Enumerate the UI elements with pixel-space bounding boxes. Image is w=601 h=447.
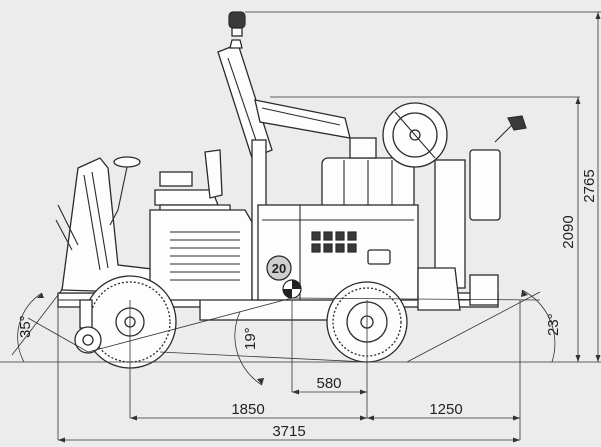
beacon-light xyxy=(228,11,246,37)
angle-ramp: 19° xyxy=(87,297,541,386)
dim-height-beacon: 2765 xyxy=(581,12,601,362)
vehicle-illustration: 20 xyxy=(55,11,527,369)
dim-overall-length: 3715 xyxy=(58,423,520,443)
dim-rear-overhang: 1250 xyxy=(367,401,520,421)
number-badge: 20 xyxy=(266,255,292,281)
dimension-lines: 580 1850 1250 3715 2090 xyxy=(0,11,601,443)
badge-number: 20 xyxy=(272,261,286,276)
dim-front-to-axle: 1850 xyxy=(130,401,367,421)
angle-departure: 23° xyxy=(406,289,562,363)
front-hood xyxy=(55,157,161,294)
angle-approach: 35° xyxy=(11,292,89,363)
dim-overall-length-label: 3715 xyxy=(272,423,305,440)
caster-wheel xyxy=(74,299,102,354)
center-of-gravity-icon xyxy=(282,279,302,299)
dim-height-machine-label: 2090 xyxy=(560,215,577,248)
dim-height-beacon-label: 2765 xyxy=(581,169,598,202)
angle-ramp-label: 19° xyxy=(242,327,259,350)
engine-grille xyxy=(170,231,240,281)
dim-rear-overhang-label: 1250 xyxy=(429,401,462,418)
dim-height-machine: 2090 xyxy=(560,97,581,362)
angle-departure-label: 23° xyxy=(545,313,562,336)
hose-reel xyxy=(382,102,448,168)
angle-approach-label: 35° xyxy=(17,315,34,338)
dim-front-to-axle-label: 1850 xyxy=(231,401,264,418)
dim-axle-offset: 580 xyxy=(292,375,367,395)
control-box xyxy=(257,204,419,301)
steering-wheel xyxy=(109,156,141,226)
dim-axle-offset-label: 580 xyxy=(316,375,341,392)
engine-block xyxy=(149,209,253,301)
